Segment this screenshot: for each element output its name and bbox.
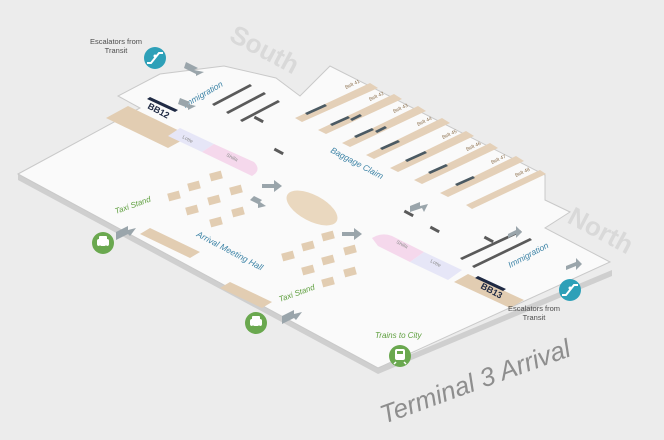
- shilla-left: [202, 144, 258, 176]
- train-icon[interactable]: [389, 345, 411, 367]
- shilla-left-label: Shilla: [225, 152, 239, 163]
- escalator-icon[interactable]: [144, 47, 166, 69]
- shilla-right-label: Shilla: [395, 239, 409, 250]
- gate-bb13-area: [454, 274, 524, 308]
- belt-43: [342, 106, 426, 147]
- belt-44: [366, 118, 450, 159]
- taxi-bay-center: [220, 282, 272, 308]
- belt-group: [295, 83, 546, 209]
- lotte-left-label: Lotte: [181, 134, 194, 145]
- escalators-right-label: Escalators from: [508, 304, 560, 313]
- lotte-right-label: Lotte: [429, 258, 442, 269]
- lotte-left: [168, 128, 214, 152]
- gate-bb12-area: [106, 106, 190, 148]
- taxi-bay-left: [140, 228, 200, 258]
- shilla-right: [372, 234, 424, 262]
- lotte-right: [410, 252, 462, 280]
- central-feature: [286, 190, 338, 226]
- belt-47: [440, 156, 524, 197]
- belt-46: [414, 143, 498, 184]
- escalators-left-label: Escalators from: [90, 37, 142, 46]
- taxi-icon[interactable]: [245, 312, 267, 334]
- belt-41: [295, 83, 378, 122]
- escalators-right-label-2: Transit: [523, 313, 547, 322]
- flow-arrows: [116, 62, 582, 324]
- belt-48: [466, 170, 546, 209]
- belt-45: [390, 131, 474, 172]
- hall-counters-left: [167, 170, 245, 228]
- misc-desks: [253, 115, 494, 244]
- belt-42: [318, 94, 402, 134]
- gate-bb13-bar: [475, 276, 506, 291]
- trains-label: Trains to City: [375, 331, 423, 340]
- taxi-icon[interactable]: [92, 232, 114, 254]
- hall-counters-right: [281, 230, 357, 288]
- immigration-right-lanes: [460, 230, 532, 268]
- immigration-left-lanes: [212, 84, 280, 122]
- escalators-left-label-2: Transit: [105, 46, 129, 55]
- escalator-icon[interactable]: [559, 279, 581, 301]
- gate-bb12-bar: [147, 97, 178, 112]
